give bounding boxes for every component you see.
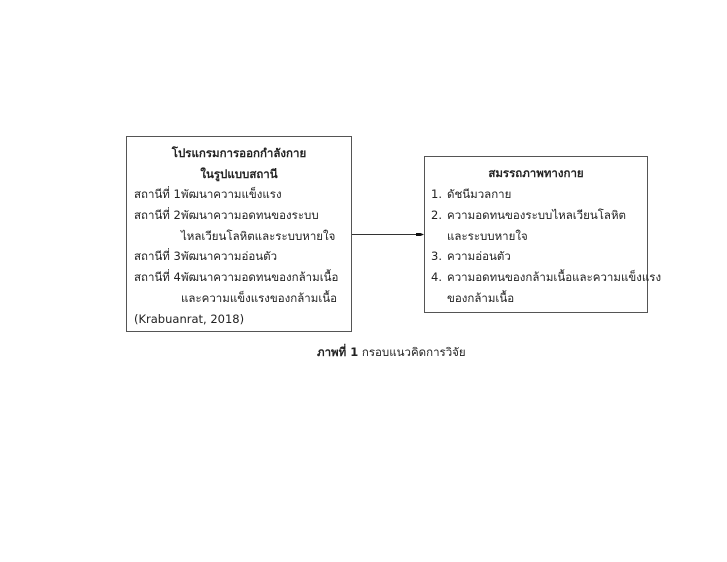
fitness-item-3-text: ความอ่อนตัว: [447, 249, 511, 263]
station-4-label: สถานีที่ 4: [134, 270, 181, 284]
fitness-item-4-text: ความอดทนของกล้ามเนื้อและความแข็งแรง: [447, 270, 662, 284]
station-4-text: พัฒนาความอดทนของกล้ามเนื้อ: [181, 270, 339, 284]
station-4-text-cont: และความแข็งแรงของกล้ามเนื้อ: [181, 291, 338, 305]
exercise-program-box: โปรแกรมการออกกำลังกาย ในรูปแบบสถานี สถาน…: [126, 136, 352, 332]
figure-caption: ภาพที่ 1 กรอบแนวคิดการวิจัย: [317, 344, 466, 362]
station-1-text: พัฒนาความแข็งแรง: [181, 187, 282, 201]
program-title-line2: ในรูปแบบสถานี: [200, 167, 278, 181]
fitness-item-2-num: 2.: [431, 208, 442, 222]
station-3-text: พัฒนาความอ่อนตัว: [181, 249, 278, 263]
station-2-text: พัฒนาความอดทนของระบบ: [181, 208, 319, 222]
station-1-label: สถานีที่ 1: [134, 187, 181, 201]
citation: (Krabuanrat, 2018): [134, 312, 245, 326]
fitness-item-3-num: 3.: [431, 249, 442, 263]
caption-label: ภาพที่ 1: [317, 345, 359, 359]
caption-text: กรอบแนวคิดการวิจัย: [361, 345, 466, 359]
station-3-label: สถานีที่ 3: [134, 249, 181, 263]
station-2-label: สถานีที่ 2: [134, 208, 181, 222]
fitness-item-1-num: 1.: [431, 187, 442, 201]
fitness-item-1-text: ดัชนีมวลกาย: [447, 187, 512, 201]
fitness-item-4-text-cont: ของกล้ามเนื้อ: [447, 291, 515, 305]
physical-fitness-box: สมรรถภาพทางกาย 1. ดัชนีมวลกาย 2. ความอดท…: [424, 156, 661, 313]
fitness-item-4-num: 4.: [431, 270, 442, 284]
fitness-item-2-text-cont: และระบบหายใจ: [447, 229, 528, 243]
program-title-line1: โปรแกรมการออกกำลังกาย: [171, 146, 307, 160]
station-2-text-cont: ไหลเวียนโลหิตและระบบหายใจ: [181, 229, 336, 243]
fitness-title: สมรรถภาพทางกาย: [488, 166, 584, 180]
arrow-connector: [352, 233, 424, 236]
fitness-item-2-text: ความอดทนของระบบไหลเวียนโลหิต: [447, 208, 627, 222]
